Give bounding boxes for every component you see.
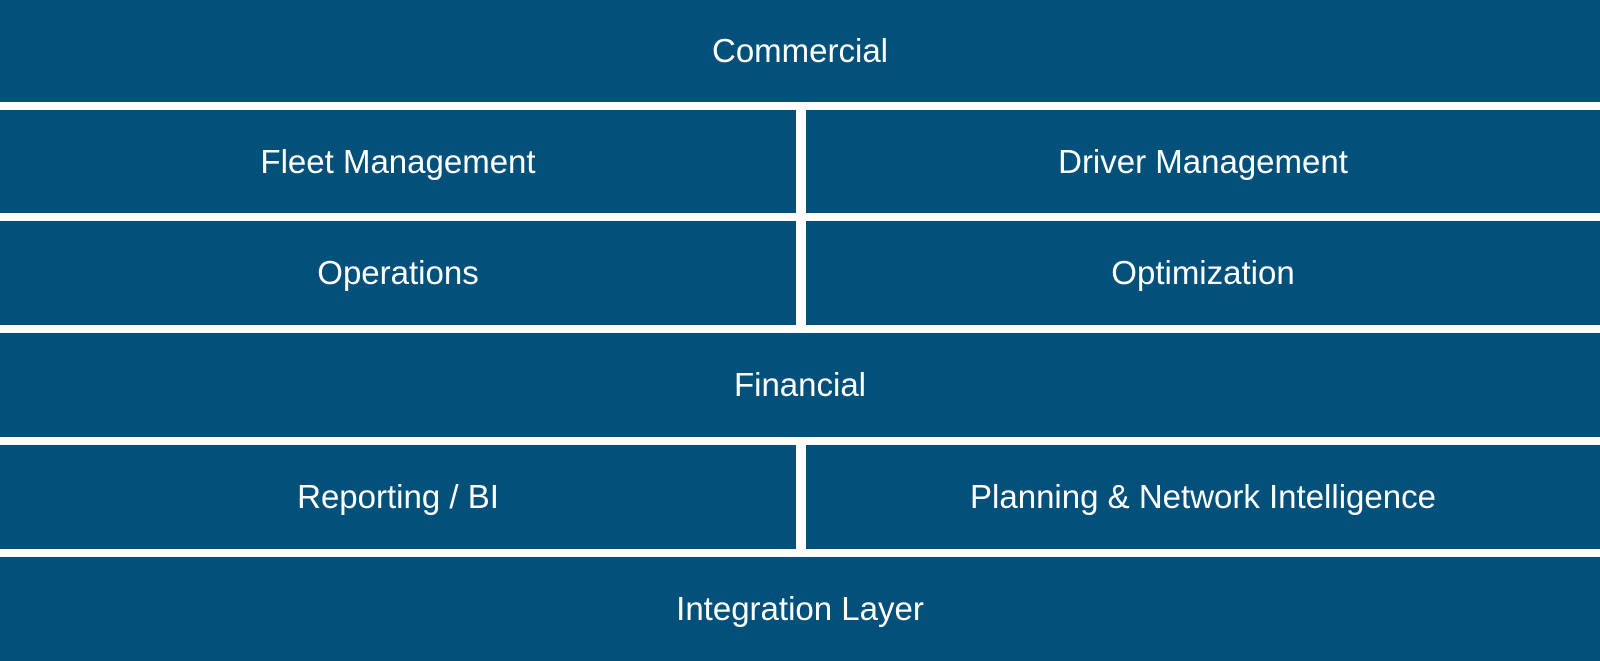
fleet-management-block: Fleet Management: [0, 110, 796, 213]
optimization-block: Optimization: [806, 221, 1600, 325]
planning-network-intelligence-label: Planning & Network Intelligence: [970, 478, 1436, 515]
integration-layer-label: Integration Layer: [676, 590, 924, 627]
operations-label: Operations: [317, 254, 479, 291]
integration-row: Integration Layer: [0, 557, 1600, 661]
commercial-row: Commercial: [0, 0, 1600, 102]
integration-layer-block: Integration Layer: [0, 557, 1600, 661]
reporting-bi-block: Reporting / BI: [0, 445, 796, 549]
financial-block: Financial: [0, 333, 1600, 437]
operations-block: Operations: [0, 221, 796, 325]
reporting-row: Reporting / BI Planning & Network Intell…: [0, 445, 1600, 549]
fleet-management-label: Fleet Management: [260, 142, 536, 180]
financial-row: Financial: [0, 333, 1600, 437]
commercial-block: Commercial: [0, 0, 1600, 102]
planning-network-intelligence-block: Planning & Network Intelligence: [806, 445, 1600, 549]
financial-label: Financial: [733, 366, 867, 403]
operations-row: Operations Optimization: [0, 221, 1600, 325]
driver-management-label: Driver Management: [1058, 142, 1348, 180]
reporting-bi-label: Reporting / BI: [297, 478, 499, 515]
driver-management-block: Driver Management: [806, 110, 1600, 213]
commercial-label: Commercial: [711, 32, 889, 69]
management-row: Fleet Management Driver Management: [0, 110, 1600, 213]
optimization-label: Optimization: [1111, 254, 1295, 291]
